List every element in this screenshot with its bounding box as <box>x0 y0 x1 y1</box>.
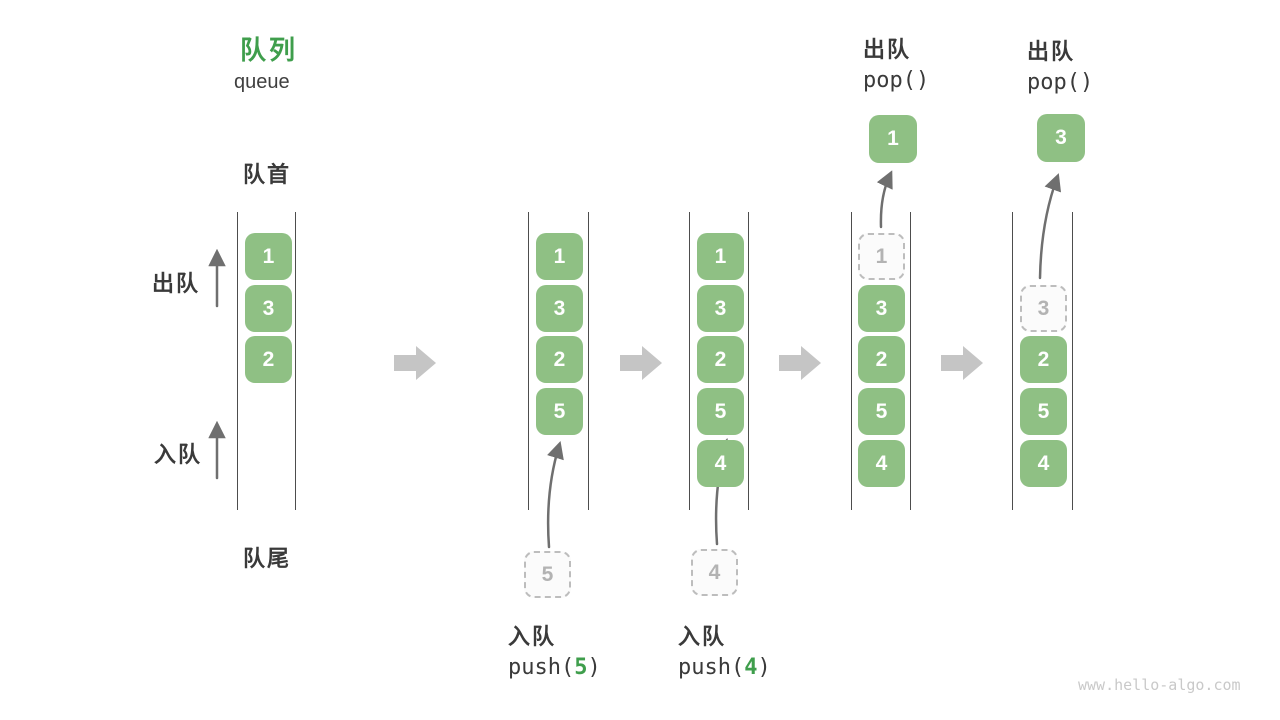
popped-item: 1 <box>869 115 917 163</box>
queue-column-5 <box>1012 212 1073 510</box>
queue-item: 2 <box>697 336 744 383</box>
step-arrow-icon <box>941 346 983 380</box>
queue-column-1 <box>237 212 296 510</box>
queue-item: 5 <box>697 388 744 435</box>
code-arg: 4 <box>744 655 758 680</box>
queue-front-label: 队首 <box>243 162 292 187</box>
diagram-title-en: queue <box>234 71 290 93</box>
pop-2-code: pop() <box>1027 70 1094 95</box>
code-arg: 5 <box>574 655 588 680</box>
queue-item: 5 <box>1020 388 1067 435</box>
code-text: push( <box>508 655 575 680</box>
queue-item: 3 <box>245 285 292 332</box>
step-arrow-icon <box>394 346 436 380</box>
push-4-label-zh: 入队 <box>678 624 727 649</box>
diagram-title-zh: 队列 <box>240 35 299 65</box>
popped-slot-ghost: 3 <box>1020 285 1067 332</box>
queue-item: 2 <box>536 336 583 383</box>
queue-column-2 <box>528 212 589 510</box>
queue-rear-label: 队尾 <box>243 546 292 571</box>
push-4-code: push(4) <box>678 655 771 680</box>
enqueue-side-label: 入队 <box>154 442 203 467</box>
code-text: push( <box>678 655 745 680</box>
popped-slot-ghost: 1 <box>858 233 905 280</box>
queue-item: 1 <box>536 233 583 280</box>
step-arrow-icon <box>620 346 662 380</box>
queue-item: 3 <box>536 285 583 332</box>
queue-item: 3 <box>858 285 905 332</box>
queue-item: 4 <box>1020 440 1067 487</box>
queue-item: 2 <box>1020 336 1067 383</box>
incoming-item-ghost: 5 <box>524 551 571 598</box>
queue-column-4 <box>851 212 911 510</box>
queue-item: 2 <box>858 336 905 383</box>
popped-item: 3 <box>1037 114 1085 162</box>
queue-item: 3 <box>697 285 744 332</box>
code-text: ) <box>757 655 771 680</box>
queue-column-3 <box>689 212 749 510</box>
pop-1-code: pop() <box>863 68 930 93</box>
queue-item: 5 <box>536 388 583 435</box>
pop-1-label-zh: 出队 <box>863 37 912 62</box>
queue-item: 4 <box>858 440 905 487</box>
pop-2-label-zh: 出队 <box>1027 39 1076 64</box>
queue-item: 1 <box>245 233 292 280</box>
queue-item: 1 <box>697 233 744 280</box>
queue-item: 4 <box>697 440 744 487</box>
watermark: www.hello-algo.com <box>1078 676 1241 694</box>
code-text: ) <box>587 655 601 680</box>
step-arrow-icon <box>779 346 821 380</box>
dequeue-side-label: 出队 <box>152 271 201 296</box>
queue-item: 2 <box>245 336 292 383</box>
queue-item: 5 <box>858 388 905 435</box>
push-5-code: push(5) <box>508 655 601 680</box>
incoming-item-ghost: 4 <box>691 549 738 596</box>
push-5-label-zh: 入队 <box>508 624 557 649</box>
